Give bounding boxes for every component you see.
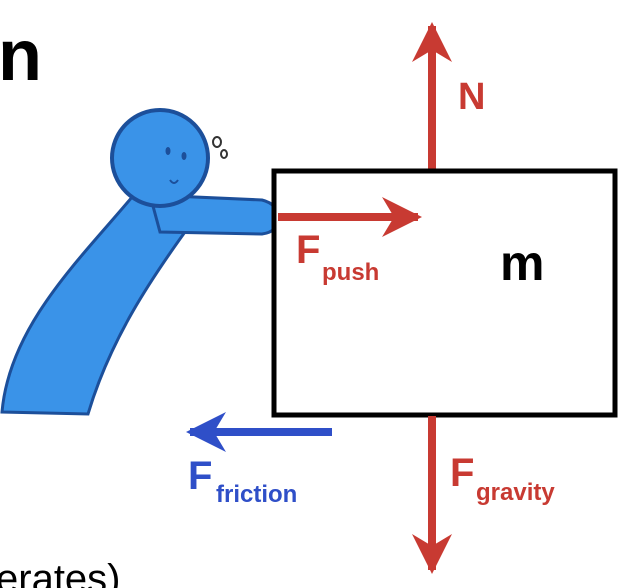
title-fragment: n xyxy=(0,16,42,96)
person-head xyxy=(110,108,210,208)
person-icon xyxy=(0,108,280,416)
mass-label: m xyxy=(500,235,544,291)
gravity-force-label: F gravity xyxy=(450,451,555,506)
person-eye xyxy=(165,147,171,155)
friction-force-label: F friction xyxy=(188,454,297,508)
push-label-main: F xyxy=(296,228,320,272)
person-body xyxy=(0,182,193,416)
push-label-sub: push xyxy=(322,259,379,286)
friction-label-sub: friction xyxy=(216,481,297,508)
person-eye xyxy=(181,152,187,160)
mass-box xyxy=(271,168,618,418)
normal-force-label: N xyxy=(458,76,485,118)
friction-label-main: F xyxy=(188,454,212,498)
push-force-label: F push xyxy=(296,228,379,286)
gravity-label-sub: gravity xyxy=(476,479,555,506)
sweat-icon xyxy=(212,136,228,159)
gravity-label-main: F xyxy=(450,451,474,495)
bottom-text-fragment: erates) xyxy=(0,557,121,588)
person-mouth xyxy=(169,179,179,184)
